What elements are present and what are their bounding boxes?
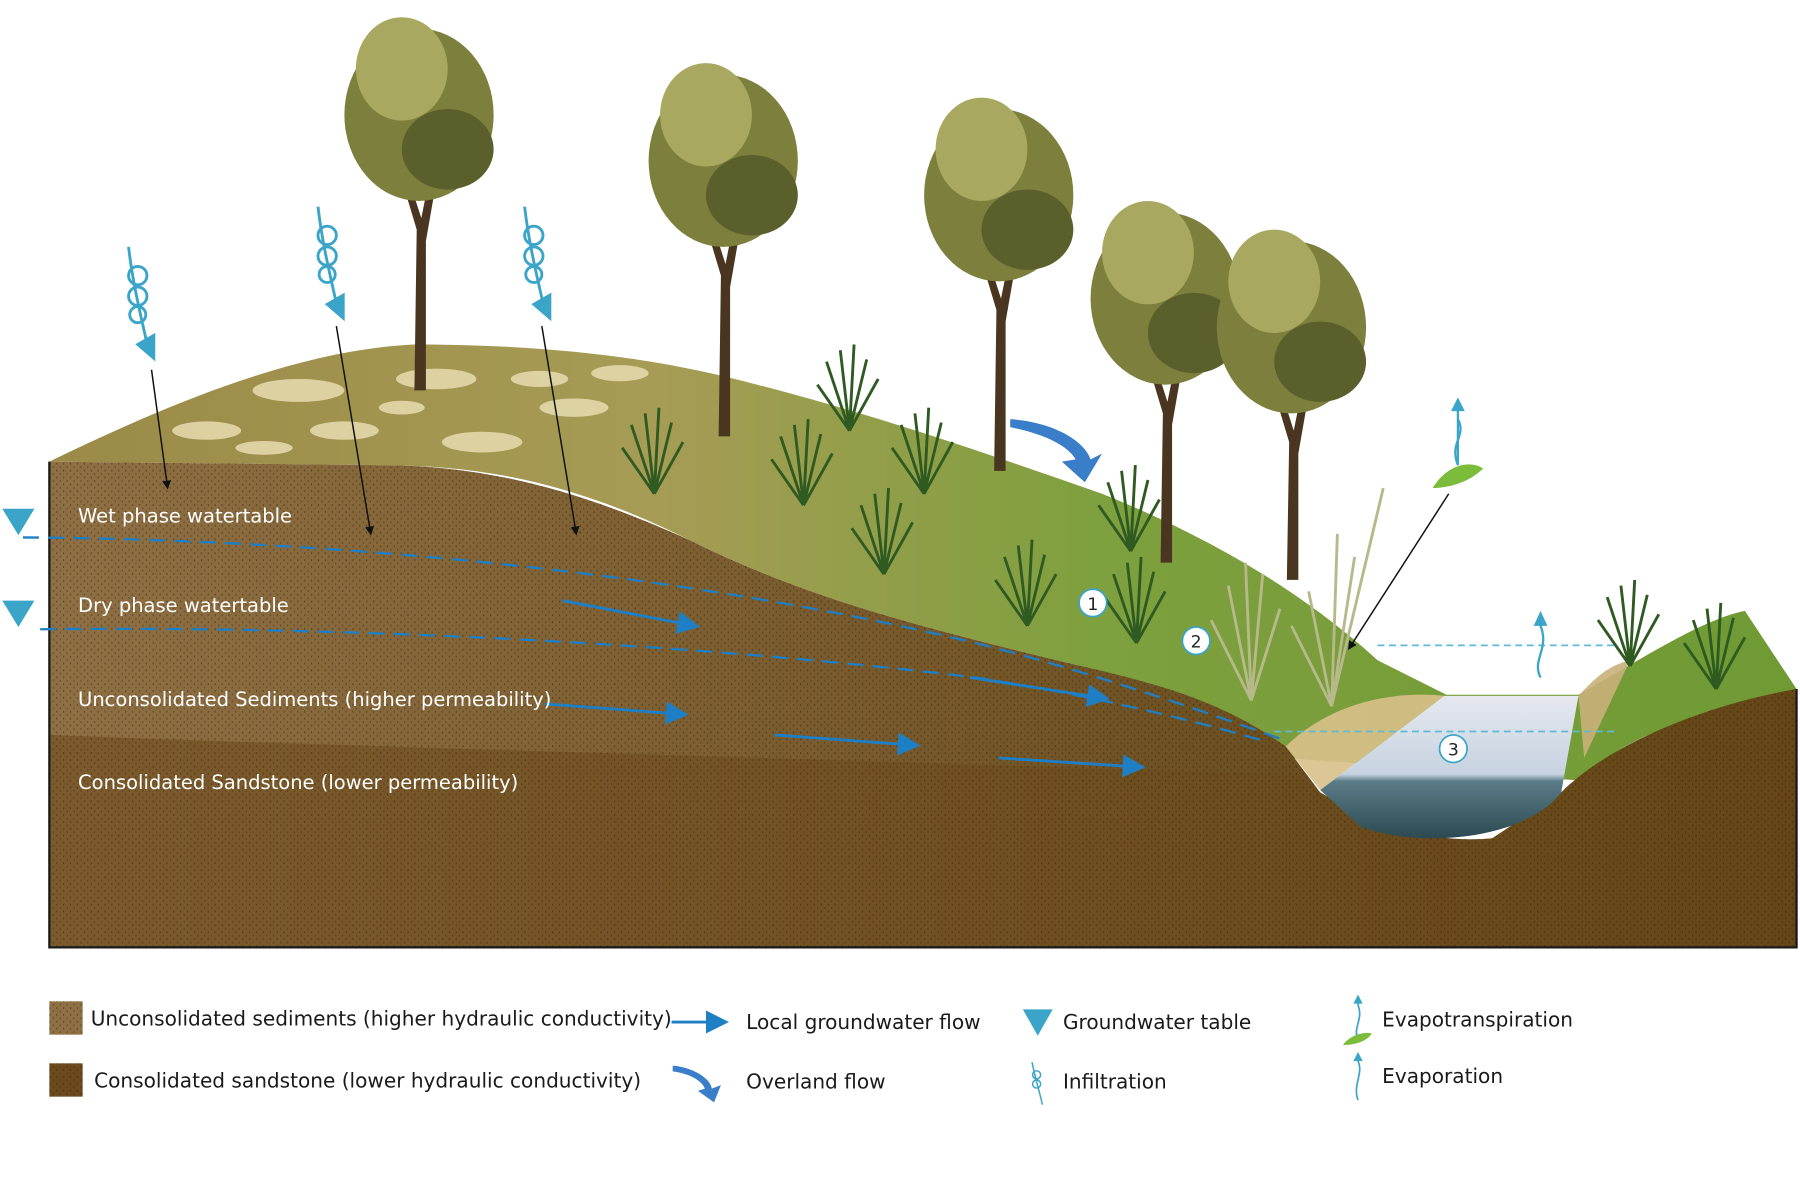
stream-water xyxy=(1320,695,1579,839)
legend: Unconsolidated sediments (higher hydraul… xyxy=(49,994,1573,1105)
evapotranspiration-icon xyxy=(1432,397,1484,489)
infiltration-legend-icon xyxy=(1031,1062,1044,1105)
overland-flow-arrow-icon xyxy=(1010,419,1103,483)
legend-consolidated: Consolidated sandstone (lower hydraulic … xyxy=(94,1068,641,1092)
legend-groundwater-table: Groundwater table xyxy=(1063,1010,1251,1034)
svg-text:1: 1 xyxy=(1087,595,1098,615)
legend-evapotranspiration: Evapotranspiration xyxy=(1382,1008,1573,1032)
trees xyxy=(344,17,1367,580)
grass-clumps xyxy=(621,344,1747,707)
wet-phase-label: Wet phase watertable xyxy=(78,504,292,527)
evaporation-legend-icon xyxy=(1353,1051,1363,1101)
svg-text:2: 2 xyxy=(1191,633,1202,653)
marker-1: 1 xyxy=(1078,588,1108,618)
groundwater-table-icon xyxy=(1022,1009,1053,1036)
legend-groundwater-flow: Local groundwater flow xyxy=(746,1010,980,1034)
overland-flow-legend-icon xyxy=(672,1065,721,1103)
legend-evaporation: Evaporation xyxy=(1382,1064,1503,1088)
legend-overland-flow: Overland flow xyxy=(746,1070,885,1094)
consolidated-label: Consolidated Sandstone (lower permeabili… xyxy=(78,771,518,794)
dry-phase-label: Dry phase watertable xyxy=(78,594,289,617)
groundwater-flow-arrows xyxy=(545,599,1146,778)
legend-infiltration: Infiltration xyxy=(1063,1070,1167,1094)
dry-watertable-triangle-icon xyxy=(2,600,35,627)
evapotranspiration-legend-icon xyxy=(1343,994,1372,1045)
marker-3: 3 xyxy=(1438,734,1468,764)
unconsolidated-label: Unconsolidated Sediments (higher permeab… xyxy=(78,688,551,711)
dry-phase-watertable-line xyxy=(40,627,1264,742)
dry-patches xyxy=(172,365,649,455)
marker-2: 2 xyxy=(1181,626,1211,656)
evaporation-icon xyxy=(1533,610,1548,679)
wet-watertable-triangle-icon xyxy=(2,508,35,536)
infiltration-icons xyxy=(127,206,552,362)
svg-text:3: 3 xyxy=(1448,741,1459,761)
ground-surface xyxy=(49,344,1797,781)
legend-unconsolidated: Unconsolidated sediments (higher hydraul… xyxy=(91,1006,672,1030)
